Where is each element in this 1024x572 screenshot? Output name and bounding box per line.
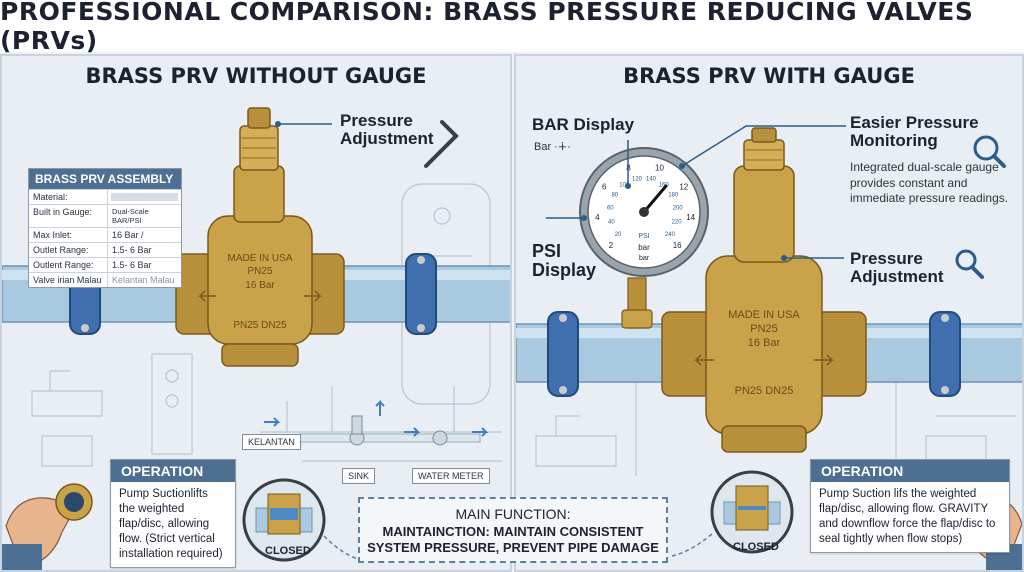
right-operation-text: Pump Suction lifs the weighted flap/disc… [819,488,996,545]
page-title: PROFESSIONAL COMPARISON: BRASS PRESSURE … [0,0,1024,55]
right-pressure-adjustment-label: Pressure Adjustment [850,249,944,286]
easier-monitoring-text: Integrated dual-scale gauge provides con… [850,160,1009,206]
spec-table: BRASS PRV ASSEMBLY Material: Built in Ga… [28,168,182,288]
left-closed-label: CLOSED [265,545,311,557]
gauge-tick-label: 140 [646,177,657,183]
spec-label: Outlent Range: [29,258,108,272]
gauge-tick-label: 10 [655,163,664,172]
left-valve-text-3: 16 Bar [245,280,275,291]
right-valve-text-4: PN25 DN25 [735,385,794,397]
easier-monitoring-title: Easier Pressure Monitoring [850,113,979,150]
spec-row: Max Inlet: 16 Bar / [29,227,181,242]
gauge-tick-label: 6 [602,183,607,192]
panel-with-gauge: MADE IN USA PN25 16 Bar PN25 DN25 2 4 6 8 10… [514,54,1024,572]
gauge-psi-label: PSI [638,233,649,240]
gauge-outer-scale: 2 4 6 8 10 12 14 16 [595,163,696,250]
pressure-gauge: 246810121416 204060801001201401601802002… [579,147,709,277]
gauge-tick-label: 220 [672,220,683,226]
right-operation-box: OPERATION Pump Suction lifs the weighted… [810,459,1010,553]
spec-row: Outlent Range: 1.5- 6 Bar [29,257,181,272]
gauge-tick-label: 180 [668,193,679,199]
gauge-bar-label-2: bar [639,255,650,262]
gauge-tick-label: 240 [665,232,676,238]
spec-label: Outlet Range: [29,243,108,257]
tag-water-meter: WATER METER [412,468,490,484]
right-clamp-1 [547,311,579,397]
spec-label: Valve irian Malau [29,273,108,287]
adjust-magnifier-icon [955,249,984,279]
left-closed-disc-icon [242,478,326,562]
spec-value: Kelantan Malau [112,275,175,285]
spec-value [111,193,178,201]
gauge-tick-label: 20 [615,232,622,238]
right-valve-text-2: PN25 [750,323,778,335]
gauge-tick-label: 14 [686,213,695,222]
tag-sink: SINK [342,468,376,484]
panel-without-gauge: MADE IN USA PN25 16 Bar PN25 DN25 BRASS … [0,54,512,572]
left-valve-text-1: MADE IN USA [227,253,292,264]
gauge-needle [642,184,668,214]
right-operation-header: OPERATION [811,460,1009,482]
right-brass-valve: MADE IN USA PN25 16 Bar PN25 DN25 [661,127,867,453]
spec-value: 16 Bar / [112,230,144,240]
gauge-tick-label: 40 [608,220,615,226]
right-closed-disc-icon [710,470,794,554]
left-panel-heading: BRASS PRV WITHOUT GAUGE [85,64,427,88]
background-sketch [31,183,502,467]
allen-wrench-icon [424,120,459,168]
main-function-header: MAIN FUNCTION: [455,506,571,522]
right-valve-text-1: MADE IN USA [728,309,800,321]
spec-value: 1.5- 6 Bar [112,260,152,270]
left-pressure-adjustment-label: Pressure Adjustment [340,111,434,148]
left-operation-header: OPERATION [111,460,235,482]
spec-row: Valve irian Malau Kelantan Malau [29,272,181,287]
spec-row: Material: [29,189,181,204]
gauge-tick-label: 2 [609,241,614,250]
bar-sub-label: Bar ·∔· [534,141,571,153]
gauge-tick-label: 60 [607,206,614,212]
left-operation-box: OPERATION Pump Suctionlifts the weighted… [110,459,236,568]
right-panel-heading: BRASS PRV WITH GAUGE [623,64,915,88]
gauge-tick-label: 4 [595,213,600,222]
tag-kelantan: KELANTAN [242,434,301,450]
magnifier-icon [973,135,1006,168]
gauge-tick-label: 160 [659,182,670,188]
bar-display-label: BAR Display [532,115,635,134]
gauge-tick-label: 8 [626,163,631,172]
spec-row: Built in Gauge:Dual-Scale BAR/PSI [29,204,181,227]
right-valve-text-3: 16 Bar [748,337,781,349]
gauge-tick-label: 12 [679,183,688,192]
right-closed-label: CLOSED [733,541,779,553]
gauge-tick-label: 120 [632,177,643,183]
main-function-body: MAINTAINCTION: MAINTAIN CONSISTENT SYSTE… [367,524,659,555]
left-hand-knob-icon [2,483,93,570]
spec-label: Built in Gauge: [29,205,108,227]
spec-table-header: BRASS PRV ASSEMBLY [29,169,181,189]
left-valve-text-2: PN25 [247,266,272,277]
gauge-tick-label: 16 [673,241,682,250]
spec-label: Material: [29,190,108,204]
main-function-box: MAIN FUNCTION: MAINTAINCTION: MAINTAIN C… [358,497,668,563]
spec-value: Dual-Scale BAR/PSI [112,207,149,225]
gauge-tick-label: 80 [611,193,618,199]
left-brass-valve: MADE IN USA PN25 16 Bar PN25 DN25 [175,107,345,367]
spec-value: 1.5- 6 Bar [112,245,152,255]
spec-label: Max Inlet: [29,228,108,242]
gauge-tick-label: 100 [619,182,630,188]
spec-row: Outlet Range: 1.5- 6 Bar [29,242,181,257]
gauge-tick-label: 200 [673,206,684,212]
left-clamp-2 [405,253,437,335]
psi-display-label: PSI Display [532,241,597,280]
gauge-bar-label: bar [638,243,650,252]
right-clamp-2 [929,311,961,397]
left-valve-text-4: PN25 DN25 [233,320,287,331]
left-operation-text: Pump Suctionlifts the weighted flap/disc… [119,488,223,560]
